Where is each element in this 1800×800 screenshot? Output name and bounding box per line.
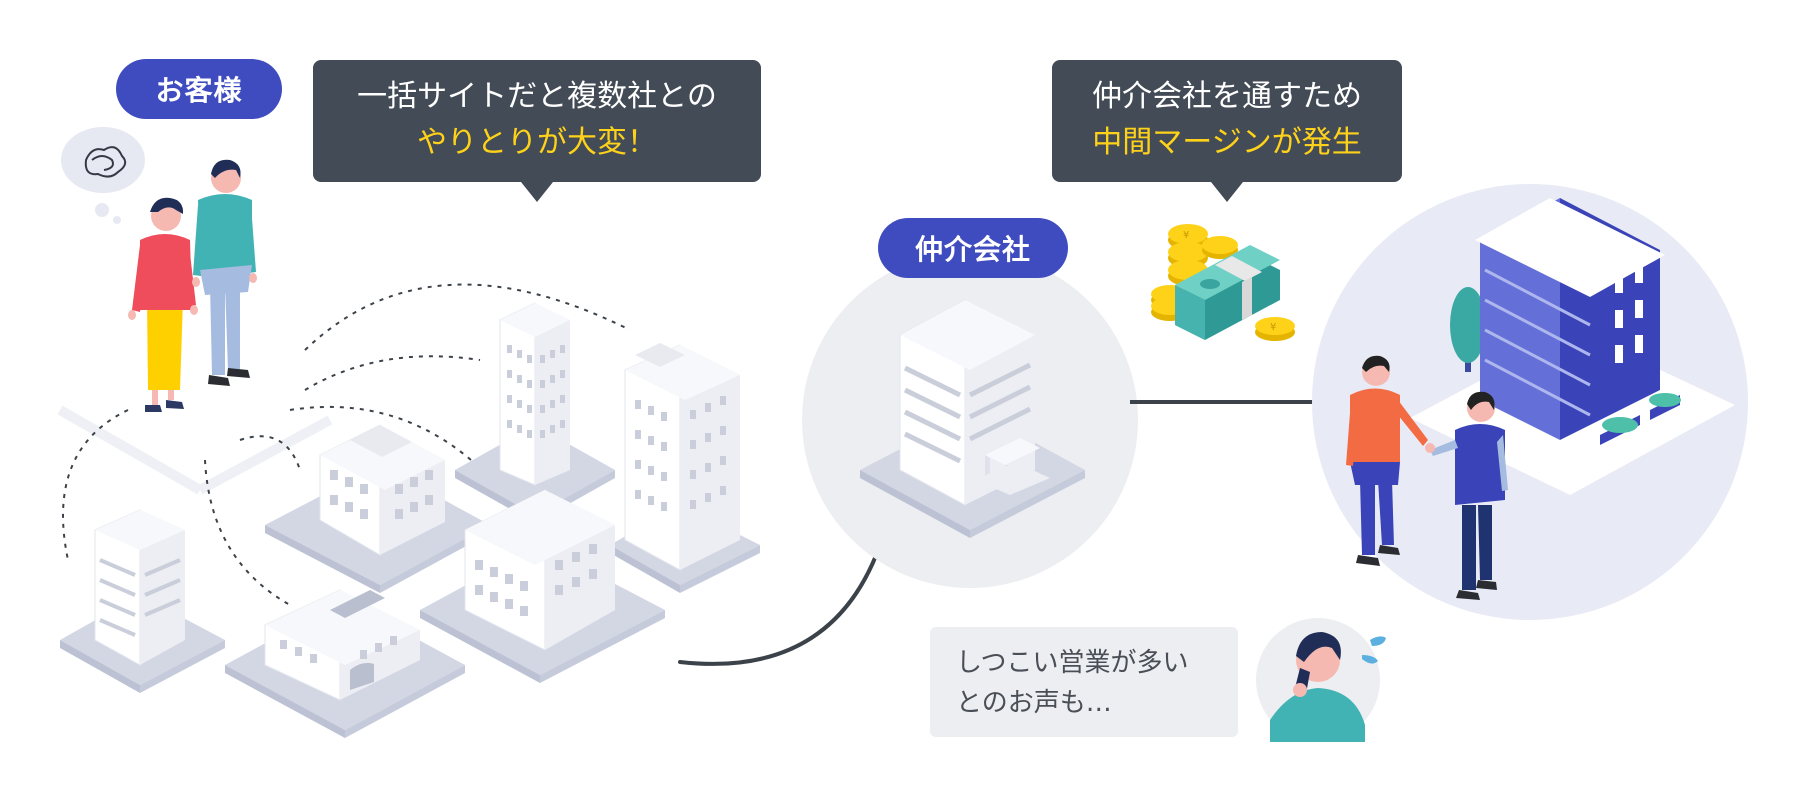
dashed-connections [62,283,631,606]
tree-icon [1450,287,1486,372]
broker-label: 仲介会社 [878,218,1068,278]
building-c [455,302,615,523]
callout-margin: 仲介会社を通すため 中間マージンが発生 [1052,60,1402,202]
customer-couple [61,127,257,412]
customer-label: お客様 [116,59,282,119]
building-b [265,424,490,593]
callout-margin-line2: 中間マージンが発生 [1092,125,1362,160]
building-e [420,489,665,683]
callout-bulk-site-line1: 一括サイトだと複数社との [357,79,717,114]
thought-bubble-icon [61,127,145,224]
road-lines [57,405,333,495]
broker-building [860,299,1085,538]
seller-scene [1346,198,1735,600]
svg-text:¥: ¥ [1183,230,1189,241]
complaint-note-line1: しつこい営業が多い [956,648,1189,678]
complaint-note: しつこい営業が多い とのお声も… [930,627,1238,737]
svg-text:¥: ¥ [1270,322,1276,333]
worried-person-avatar [1256,618,1380,742]
callout-margin-line1: 仲介会社を通すため [1092,79,1362,114]
callout-bulk-site: 一括サイトだと複数社との やりとりが大変！ [313,60,761,202]
building-d [610,343,760,593]
callout-tail [1211,182,1243,202]
building-f [225,589,465,738]
callout-tail [521,182,553,202]
banknotes-icon [1175,245,1280,340]
callout-bulk-site-line2: やりとりが大変！ [417,125,657,160]
complaint-note-line2: とのお声も… [956,688,1112,718]
connector-to-broker [678,528,887,666]
building-a [60,509,225,693]
sweat-drops-icon [1362,636,1386,664]
